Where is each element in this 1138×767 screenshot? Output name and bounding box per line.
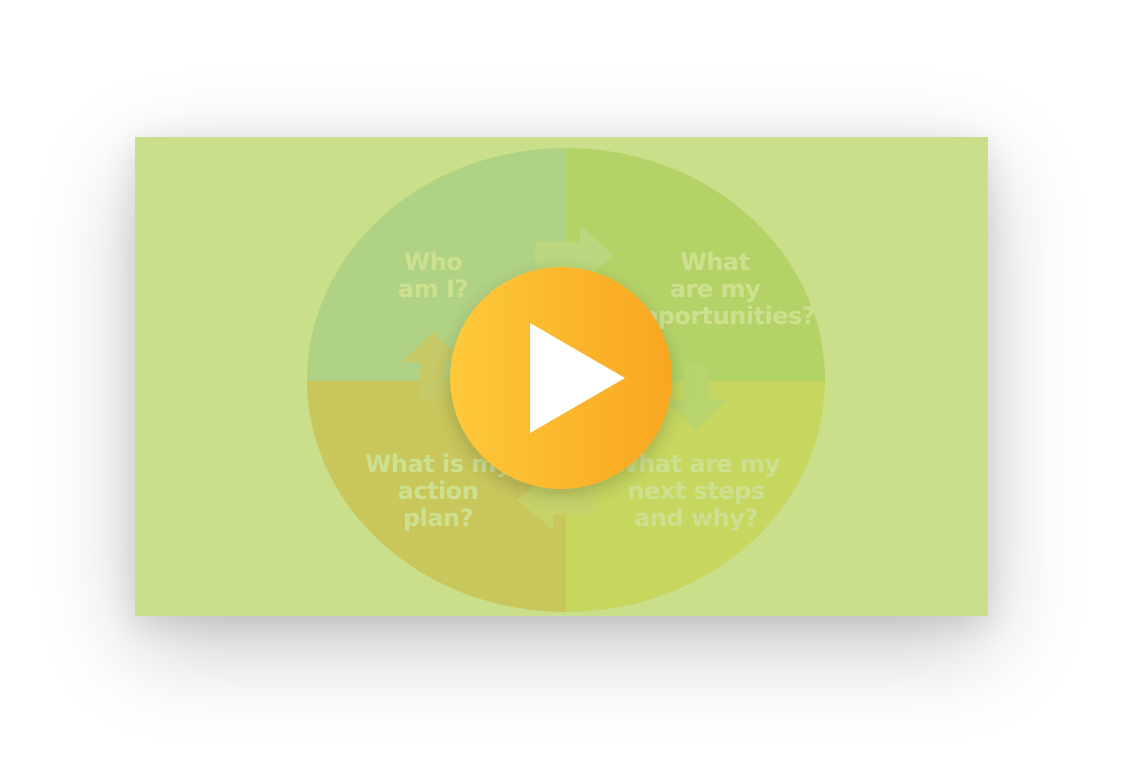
play-button[interactable] [450, 267, 672, 489]
play-icon [530, 323, 625, 433]
video-player[interactable]: Who am I? What are my opportunities? Wha… [135, 137, 988, 616]
quadrant-label-top-left: Who am I? [398, 248, 468, 303]
